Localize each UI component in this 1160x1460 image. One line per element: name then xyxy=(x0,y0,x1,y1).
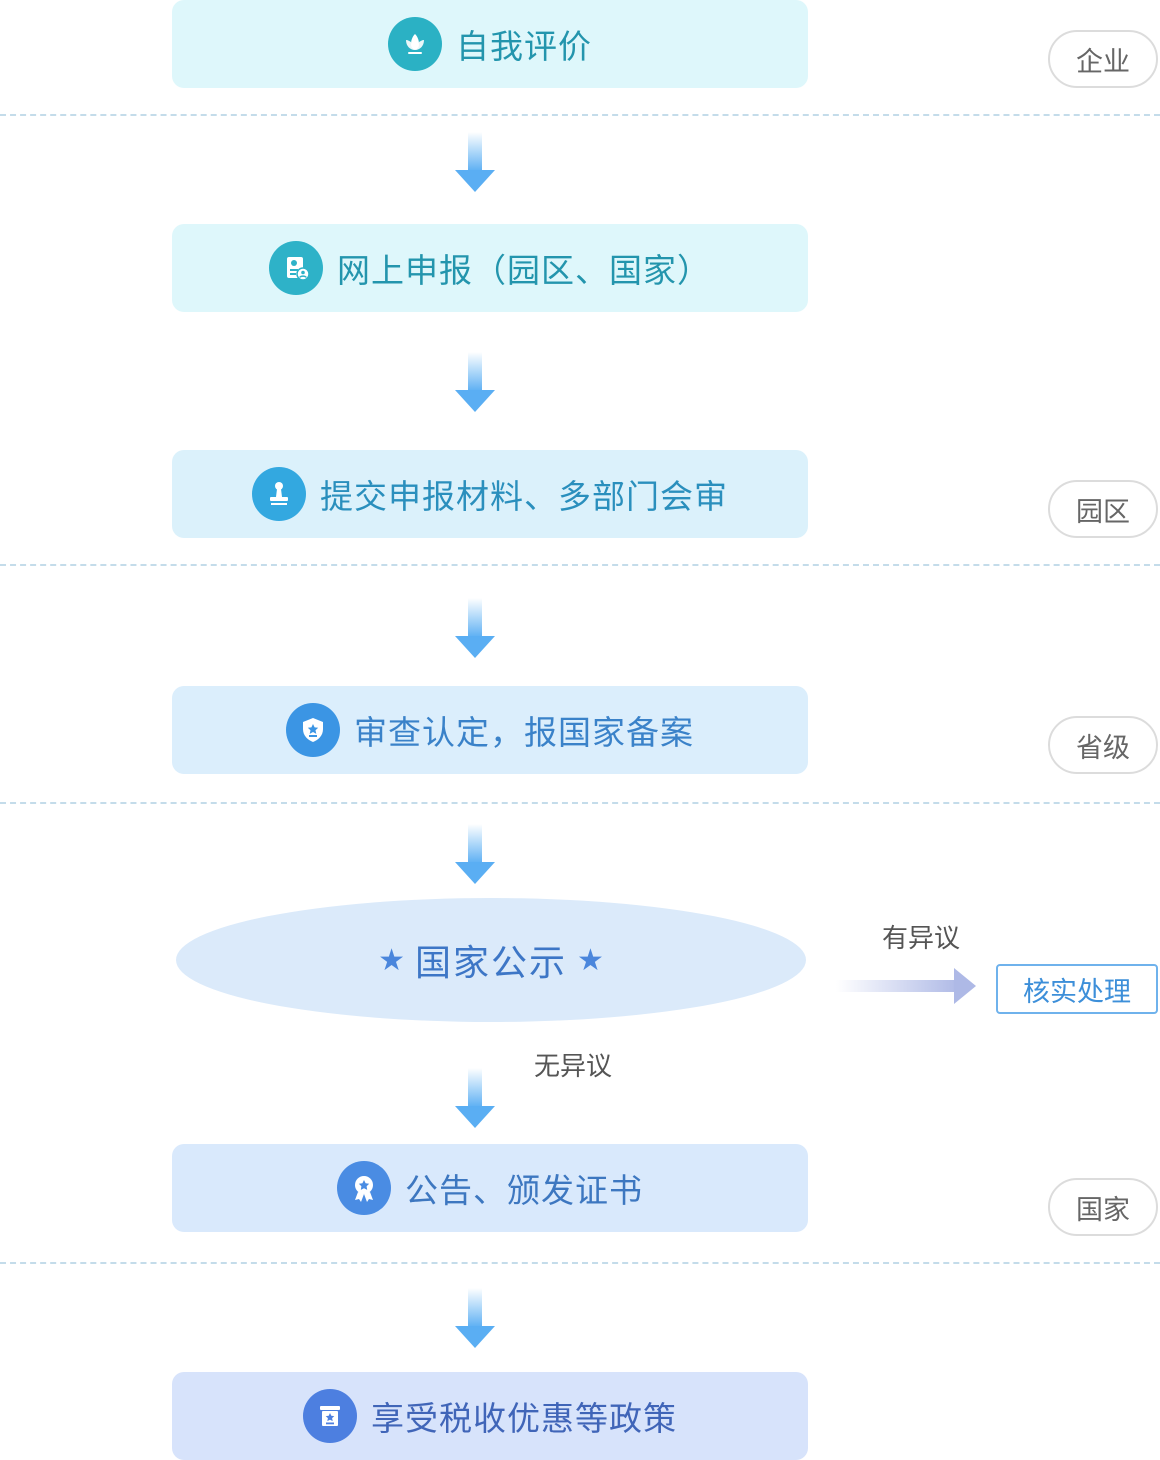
step-self-evaluation: 自我评价 xyxy=(172,0,808,88)
lotus-icon xyxy=(388,17,442,71)
policy-box-icon xyxy=(303,1389,357,1443)
down-arrow xyxy=(455,352,495,412)
down-arrow xyxy=(455,1288,495,1348)
step-review-approval: 审查认定，报国家备案 xyxy=(172,686,808,774)
verify-handling-box: 核实处理 xyxy=(996,964,1158,1014)
no-objection-label: 无异议 xyxy=(534,1052,613,1082)
level-badge-park: 园区 xyxy=(1048,480,1158,538)
step-label: 审查认定，报国家备案 xyxy=(354,713,694,752)
step-label: 网上申报（园区、国家） xyxy=(337,251,711,290)
level-badge-nation: 国家 xyxy=(1048,1178,1158,1236)
star-icon: ★ xyxy=(378,942,405,978)
step-label: 国家公示 xyxy=(414,943,567,984)
down-arrow xyxy=(455,598,495,658)
step-online-application: 网上申报（园区、国家） xyxy=(172,224,808,312)
step-announce-certificate: 公告、颁发证书 xyxy=(172,1144,808,1232)
step-label: 提交申报材料、多部门会审 xyxy=(320,477,728,516)
level-divider xyxy=(0,114,1160,116)
shield-star-icon xyxy=(286,703,340,757)
level-divider xyxy=(0,1262,1160,1264)
step-public-notice: ★ 国家公示 ★ xyxy=(176,898,806,1022)
step-submit-materials: 提交申报材料、多部门会审 xyxy=(172,450,808,538)
star-icon: ★ xyxy=(577,942,604,978)
step-label: 享受税收优惠等政策 xyxy=(371,1399,677,1438)
level-badge-enterprise: 企业 xyxy=(1048,30,1158,88)
down-arrow xyxy=(455,824,495,884)
stamp-icon xyxy=(252,467,306,521)
step-label: 自我评价 xyxy=(456,27,592,66)
id-card-icon xyxy=(269,241,323,295)
award-medal-icon xyxy=(337,1161,391,1215)
step-enjoy-policy: 享受税收优惠等政策 xyxy=(172,1372,808,1460)
level-badge-province: 省级 xyxy=(1048,716,1158,774)
step-label: 公告、颁发证书 xyxy=(405,1171,643,1210)
right-arrow xyxy=(836,968,976,1004)
level-divider xyxy=(0,564,1160,566)
level-divider xyxy=(0,802,1160,804)
down-arrow xyxy=(455,1068,495,1128)
objection-label: 有异议 xyxy=(882,924,961,954)
down-arrow xyxy=(455,132,495,192)
